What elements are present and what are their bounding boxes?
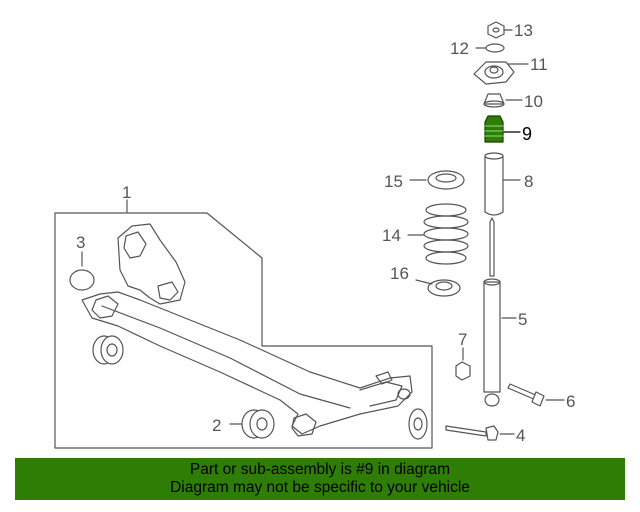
callout-4: 4 (516, 426, 525, 445)
nut-13 (487, 21, 505, 39)
callout-1: 1 (122, 183, 131, 202)
bump-stop-10 (483, 93, 505, 108)
dust-cover-8 (484, 152, 504, 216)
callout-12: 12 (450, 39, 469, 58)
callout-11: 11 (530, 55, 548, 74)
shock-absorber-5 (483, 217, 501, 407)
callout-13: 13 (514, 21, 533, 40)
callout-8: 8 (524, 172, 533, 191)
brake-plate (408, 408, 428, 440)
callout-labels: 13 12 11 10 9 8 15 14 16 5 7 6 4 2 3 1 (76, 21, 575, 445)
bushing-left (92, 335, 124, 365)
callout-9: 9 (522, 124, 532, 144)
notice-banner: Part or sub-assembly is #9 in diagram Di… (15, 458, 625, 500)
coil-spring-14 (423, 203, 469, 265)
callout-15: 15 (384, 172, 403, 191)
callout-2: 2 (212, 416, 221, 435)
banner-line-2: Diagram may not be specific to your vehi… (170, 479, 470, 496)
callout-14: 14 (382, 226, 401, 245)
washer-12 (485, 43, 505, 53)
bolt-4 (445, 425, 499, 441)
callout-5: 5 (518, 310, 527, 329)
callout-10: 10 (524, 92, 543, 111)
seal-ring-3 (69, 269, 95, 291)
rear-axle-beam (81, 223, 413, 437)
leader-lines (81, 29, 565, 435)
callout-6: 6 (566, 392, 575, 411)
nut-7 (455, 361, 471, 381)
callout-7: 7 (458, 330, 467, 349)
spring-seat-15 (427, 170, 465, 190)
parts-diagram: 13 12 11 10 9 8 15 14 16 5 7 6 4 2 3 1 (54, 21, 575, 449)
callout-3: 3 (76, 233, 85, 252)
dust-boot-9 (484, 115, 504, 143)
axle-group-outline (54, 212, 433, 449)
bolt-6 (507, 383, 545, 407)
spring-seat-16 (427, 279, 461, 297)
bushing-2 (241, 409, 275, 439)
strut-mount-11 (473, 61, 515, 85)
callout-16: 16 (390, 264, 409, 283)
banner-line-1: Part or sub-assembly is #9 in diagram (189, 461, 451, 478)
